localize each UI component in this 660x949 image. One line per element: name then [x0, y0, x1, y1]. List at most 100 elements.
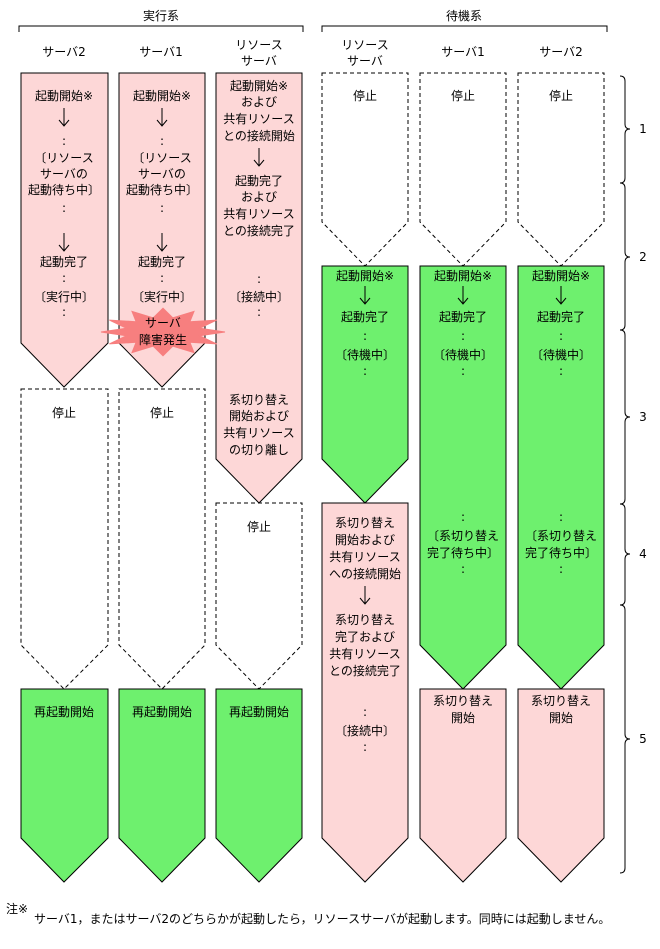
- column-header-resource-active-line2: サーバ: [241, 54, 277, 68]
- phase-brace-4: [619, 503, 631, 606]
- standby-server2-dots-2: :: [559, 364, 563, 378]
- phase-brace-1: [619, 75, 631, 184]
- column-header-server1-standby: サーバ1: [441, 45, 485, 59]
- active-resource-done-line4: との接続完了: [223, 223, 295, 238]
- active-server1-complete-label: 起動完了: [138, 254, 186, 269]
- standby-resource-done-line2: 完了および: [335, 629, 395, 644]
- standby-resource-switch-line4: への接続開始: [329, 566, 401, 581]
- active-resource-done-line2: および: [241, 190, 277, 204]
- diagram-canvas: 実行系 待機系 サーバ2 サーバ1 リソース サーバ リソース サーバ サーバ1…: [18, 8, 647, 883]
- active-server2-dots-2: :: [62, 201, 66, 215]
- standby-server1-stopped-block: [419, 72, 507, 267]
- standby-server2-start-label: 起動開始※: [532, 269, 590, 283]
- failure-label-line1: サーバ: [145, 316, 181, 330]
- phase-label-1: 1: [639, 122, 647, 136]
- standby-server2-switch-line1: 系切り替え: [531, 694, 591, 708]
- standby-server1-dots-3: :: [461, 510, 465, 524]
- active-resource-switch-line4: の切り離し: [229, 443, 289, 457]
- active-server2-dots-3: :: [62, 271, 66, 285]
- standby-server2-dots-4: :: [559, 562, 563, 576]
- standby-server2-stopped-block: [517, 72, 605, 267]
- active-resource-stopped-block: [215, 502, 303, 690]
- active-server2-dots-1: :: [62, 134, 66, 148]
- group-header-standby: 待機系: [321, 8, 608, 32]
- down-arrow-icon: [359, 286, 371, 305]
- active-server1-running-block: [118, 72, 206, 388]
- standby-resource-dots-3: :: [363, 705, 367, 719]
- group-header-active: 実行系: [18, 8, 304, 32]
- column-header-server1-active: サーバ1: [139, 45, 183, 59]
- standby-server2-wait-line1: 〔系切り替え: [525, 529, 597, 543]
- standby-server1-stop-label: 停止: [451, 88, 475, 103]
- standby-server1-dots-4: :: [461, 562, 465, 576]
- standby-server1-switch-line2: 開始: [451, 711, 475, 725]
- active-group-bracket: [18, 25, 304, 32]
- standby-resource-switch-line2: 開始および: [335, 533, 395, 547]
- standby-server2-dots-1: :: [559, 329, 563, 343]
- standby-server2-dots-3: :: [559, 510, 563, 524]
- standby-server1-switch-line1: 系切り替え: [433, 694, 493, 708]
- active-server2-wait-line2: サーバの: [40, 167, 88, 181]
- active-server1-dots-2: :: [160, 201, 164, 215]
- active-resource-start-line3: 共有リソース: [223, 112, 294, 126]
- down-arrow-icon: [359, 586, 371, 605]
- standby-resource-dots-4: :: [363, 740, 367, 754]
- standby-resource-connecting-label: 〔接続中〕: [335, 723, 395, 738]
- standby-group-bracket: [321, 25, 608, 32]
- standby-server2-standby-label: 〔待機中〕: [531, 347, 591, 362]
- standby-server2-complete-label: 起動完了: [537, 309, 585, 324]
- standby-resource-dots-1: :: [363, 329, 367, 343]
- active-resource-done-line3: 共有リソース: [223, 207, 294, 221]
- active-group-label: 実行系: [143, 8, 179, 23]
- standby-server1-switch-block: [419, 688, 507, 883]
- column-header-resource-standby-line2: サーバ: [347, 54, 383, 68]
- standby-server1-dots-1: :: [461, 329, 465, 343]
- active-server1-dots-1: :: [160, 134, 164, 148]
- standby-server1-standby-block: [419, 265, 507, 690]
- phase-brace-5: [619, 604, 631, 874]
- standby-resource-switch-line3: 共有リソース: [329, 550, 400, 564]
- active-resource-switch-line3: 共有リソース: [223, 426, 294, 440]
- standby-server2-switch-block: [517, 688, 605, 883]
- down-arrow-icon: [457, 286, 469, 305]
- standby-resource-complete-label: 起動完了: [341, 309, 389, 324]
- phase-label-5: 5: [639, 732, 647, 746]
- phase-braces: 1 2 3 4 5: [619, 75, 647, 874]
- standby-resource-done-line1: 系切り替え: [335, 613, 395, 627]
- column-header-resource-active-line1: リソース: [235, 38, 282, 52]
- standby-server1-start-label: 起動開始※: [434, 269, 492, 283]
- standby-server1-standby-label: 〔待機中〕: [433, 347, 493, 362]
- active-server2-complete-label: 起動完了: [40, 254, 88, 269]
- active-resource-switch-line1: 系切り替え: [229, 393, 289, 407]
- active-server1-start-label: 起動開始※: [133, 89, 191, 103]
- active-server2-running-label: 〔実行中〕: [34, 289, 94, 304]
- footnote-marker: 注※: [6, 902, 29, 916]
- active-server1-running-label: 〔実行中〕: [132, 289, 192, 304]
- standby-server2-stop-label: 停止: [549, 88, 573, 103]
- down-arrow-icon: [555, 286, 567, 305]
- standby-resource-stop-label: 停止: [353, 88, 377, 103]
- standby-resource-dots-2: :: [363, 364, 367, 378]
- failure-label-line2: 障害発生: [139, 332, 187, 347]
- active-resource-dots-2: :: [257, 305, 261, 319]
- phase-label-3: 3: [639, 410, 647, 424]
- active-resource-running-block: [215, 72, 303, 504]
- down-arrow-icon: [58, 108, 70, 127]
- phase-label-4: 4: [639, 547, 647, 561]
- standby-group-label: 待機系: [446, 8, 482, 23]
- active-server1-wait-line2: サーバの: [138, 167, 186, 181]
- standby-server1-dots-2: :: [461, 364, 465, 378]
- active-server1-dots-3: :: [160, 271, 164, 285]
- active-resource-start-line4: との接続開始: [223, 128, 295, 143]
- standby-server2-standby-block: [517, 265, 605, 690]
- active-server2-stop-label: 停止: [52, 405, 76, 420]
- standby-server1-wait-line1: 〔系切り替え: [427, 529, 499, 543]
- standby-resource-switch-block: [321, 502, 409, 883]
- active-server2-stopped-block: [20, 388, 109, 690]
- column-header-server2-active: サーバ2: [42, 45, 86, 59]
- active-server2-running-block: [20, 72, 109, 388]
- column-header-server2-standby: サーバ2: [539, 45, 583, 59]
- standby-resource-standby-block: [321, 265, 409, 504]
- standby-resource-done-line4: との接続完了: [329, 663, 401, 678]
